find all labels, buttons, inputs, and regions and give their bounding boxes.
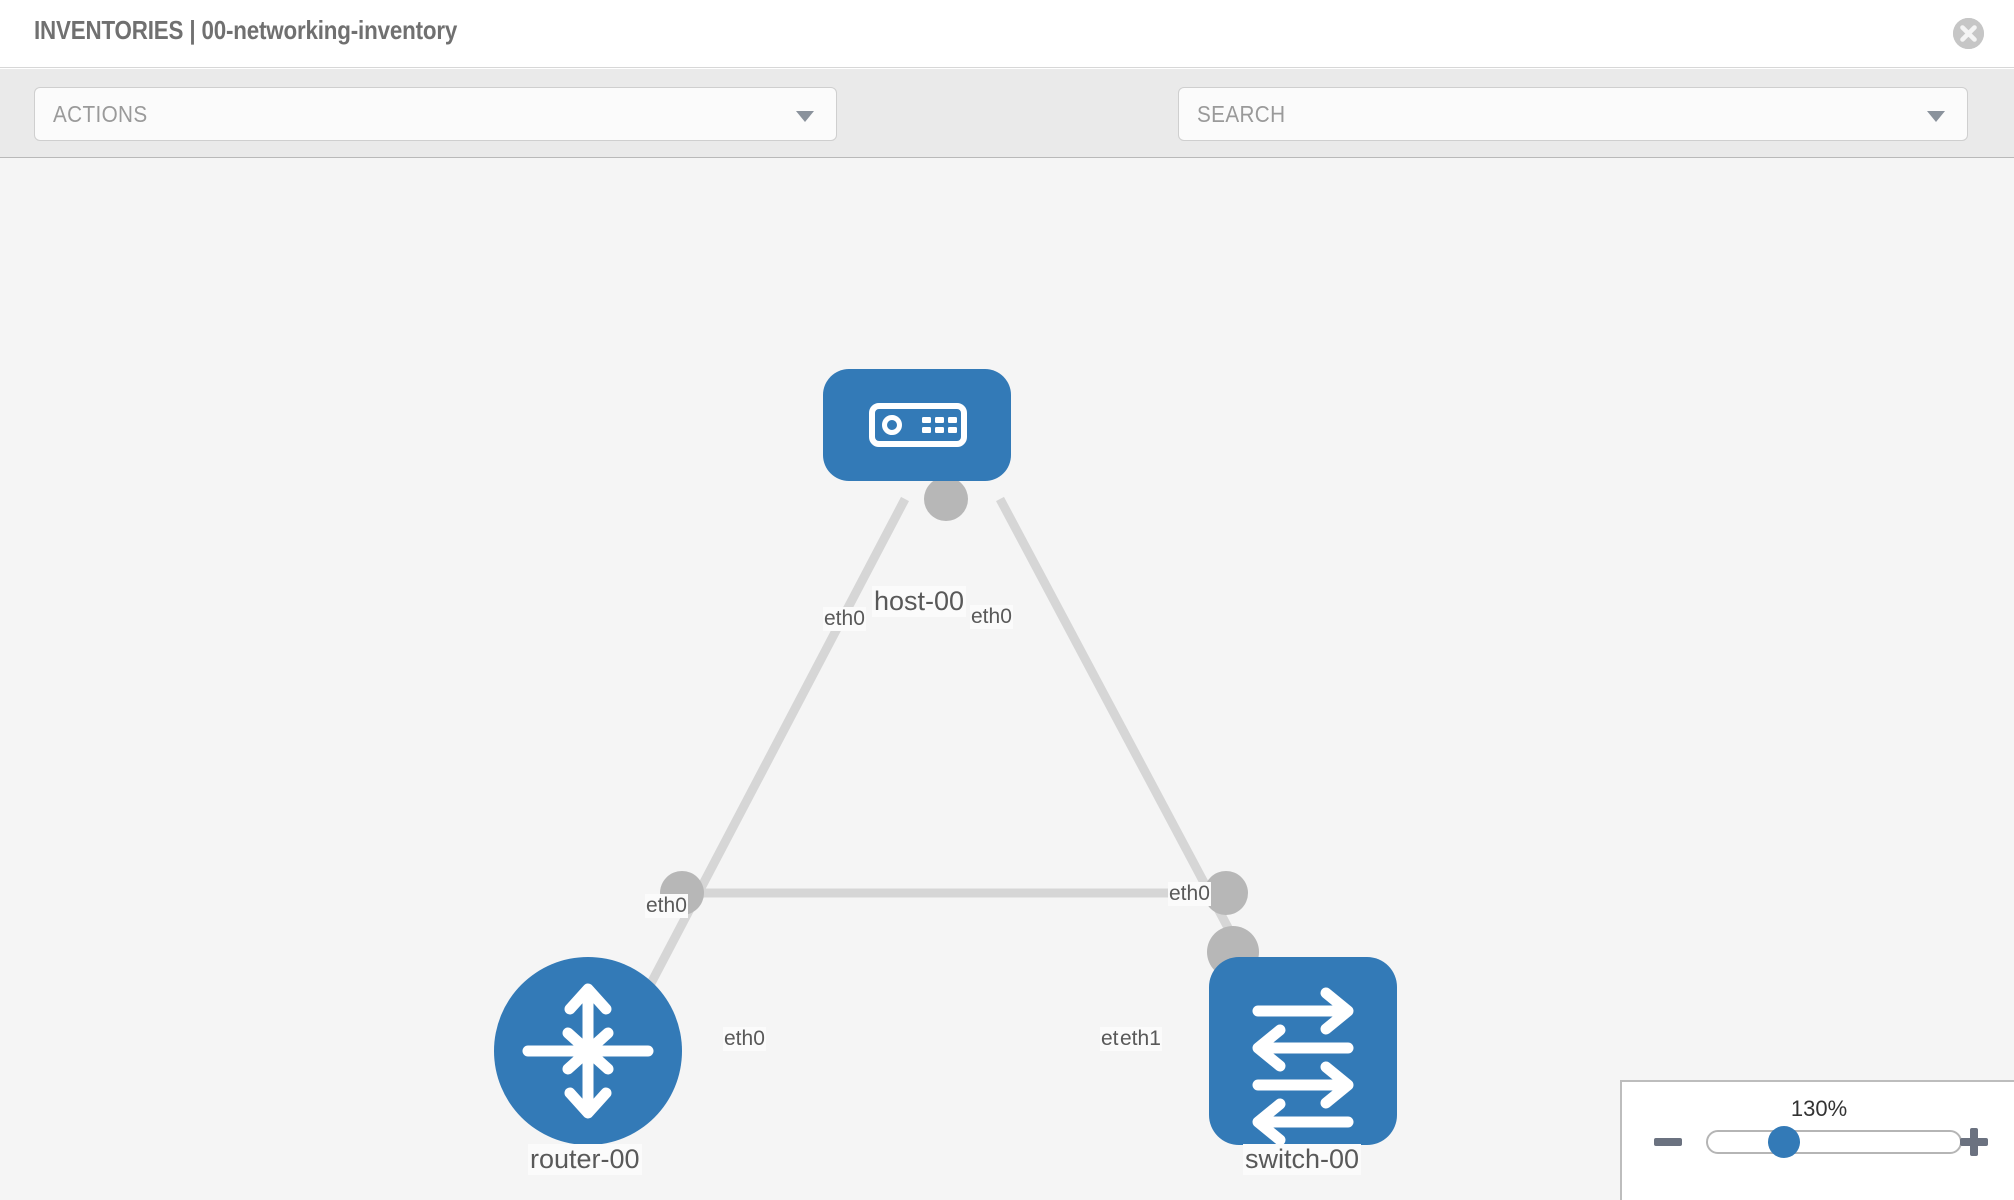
zoom-slider-thumb[interactable] (1768, 1126, 1800, 1158)
iface-label: eth1 (1119, 1027, 1162, 1051)
zoom-control-panel: 130% (1620, 1080, 2014, 1200)
zoom-out-button[interactable] (1654, 1138, 1682, 1146)
zoom-percent-label: 130% (1790, 1096, 1848, 1121)
server-icon (869, 403, 967, 447)
port-host-left[interactable] (924, 477, 968, 521)
iface-label: eth0 (645, 894, 688, 918)
iface-label: eth0 (823, 607, 866, 631)
node-label-switch-00: switch-00 (1243, 1144, 1362, 1175)
chevron-down-icon (796, 111, 814, 122)
actions-dropdown[interactable]: ACTIONS (34, 87, 837, 141)
close-icon[interactable] (1953, 18, 1984, 49)
node-host-00-shape (823, 369, 1011, 481)
node-router-00[interactable] (494, 957, 682, 1145)
page-header: INVENTORIES | 00-networking-inventory (0, 0, 2014, 68)
topology-graph (494, 369, 1397, 1146)
zoom-slider-track[interactable] (1706, 1130, 1962, 1154)
router-arrows-icon (522, 983, 654, 1119)
node-switch-00[interactable] (1209, 957, 1397, 1146)
search-placeholder-label: SEARCH (1197, 101, 1286, 127)
zoom-in-button[interactable] (1960, 1128, 1988, 1156)
toolbar: ACTIONS SEARCH (0, 68, 2014, 191)
switch-arrows-icon (1252, 987, 1354, 1146)
topology-links (644, 496, 1254, 992)
iface-label: eth0 (723, 1027, 766, 1051)
actions-dropdown-label: ACTIONS (53, 101, 148, 127)
close-circle-icon (1953, 18, 1984, 49)
iface-label: eth0 (970, 605, 1013, 629)
page-title: INVENTORIES | 00-networking-inventory (34, 15, 458, 45)
topology-canvas[interactable]: host-00 router-00 switch-00 eth0 eth0 et… (0, 159, 2014, 1200)
port-switch-eth1[interactable] (1204, 871, 1248, 915)
chevron-down-icon[interactable] (1927, 111, 1945, 122)
search-input[interactable]: SEARCH (1178, 87, 1968, 141)
node-label-host-00: host-00 (872, 586, 967, 617)
node-label-router-00: router-00 (528, 1144, 642, 1175)
node-host-00[interactable] (823, 369, 1011, 481)
iface-label: eth0 (1168, 882, 1211, 906)
